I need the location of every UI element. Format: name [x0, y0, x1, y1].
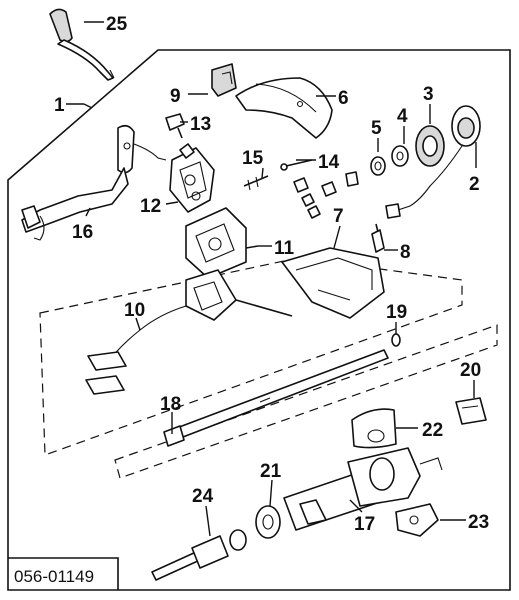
part-column-jacket [283, 447, 443, 531]
callout-23: 23 [468, 512, 489, 533]
part-wiring-harness-switch [85, 269, 293, 395]
part-lock-cap [211, 63, 237, 97]
callout-17: 17 [354, 514, 375, 535]
part-bushing [370, 156, 386, 176]
callout-2: 2 [469, 174, 480, 195]
callout-11: 11 [274, 238, 295, 259]
part-bolt [165, 113, 185, 139]
callout-25: 25 [106, 14, 128, 35]
callout-9: 9 [170, 86, 181, 107]
callout-24: 24 [192, 486, 214, 507]
callout-14: 14 [318, 152, 340, 173]
callout-3: 3 [423, 84, 434, 105]
part-shift-lever [49, 8, 115, 81]
diagram-frame [7, 49, 511, 591]
callout-7: 7 [333, 206, 344, 227]
callout-16: 16 [72, 222, 93, 243]
part-multifunction-switch [21, 124, 167, 241]
callout-20: 20 [460, 360, 481, 381]
part-lock-housing [169, 143, 215, 213]
callout-1: 1 [54, 95, 65, 116]
callout-13: 13 [190, 114, 211, 135]
part-upper-shroud [235, 77, 333, 139]
part-lower-shroud [281, 247, 385, 319]
callout-4: 4 [397, 106, 408, 127]
part-lower-bracket [395, 503, 439, 537]
callout-10: 10 [124, 300, 145, 321]
part-bearing [391, 145, 409, 167]
upper-subassembly-outline [39, 257, 463, 456]
callout-12: 12 [140, 196, 161, 217]
part-clock-spring [385, 105, 481, 219]
lower-subassembly-outline [114, 324, 498, 479]
part-steering-shaft [163, 349, 389, 447]
part-cancelling-cam [415, 125, 445, 167]
callout-18: 18 [160, 394, 181, 415]
callout-5: 5 [371, 118, 382, 139]
callout-19: 19 [386, 302, 407, 323]
part-screws [280, 159, 359, 219]
callout-labels: 25 1 9 6 13 15 14 5 4 3 2 12 16 7 8 11 1… [54, 14, 489, 535]
part-pivot-pin [243, 175, 269, 191]
part-intermediate-shaft [151, 529, 247, 581]
part-seal [391, 333, 401, 347]
callout-15: 15 [242, 148, 264, 169]
reference-code-box [8, 557, 119, 590]
part-connector [371, 223, 385, 253]
part-sleeve [351, 408, 397, 449]
part-lock-cylinder-housing [185, 207, 259, 279]
leader-lines [66, 21, 477, 537]
callout-22: 22 [422, 420, 443, 441]
callout-6: 6 [338, 88, 349, 109]
reference-code: 056-01149 [14, 567, 94, 586]
callout-8: 8 [400, 242, 411, 263]
callout-21: 21 [260, 461, 282, 482]
part-lower-bearing [255, 505, 281, 539]
part-bracket [455, 397, 487, 425]
